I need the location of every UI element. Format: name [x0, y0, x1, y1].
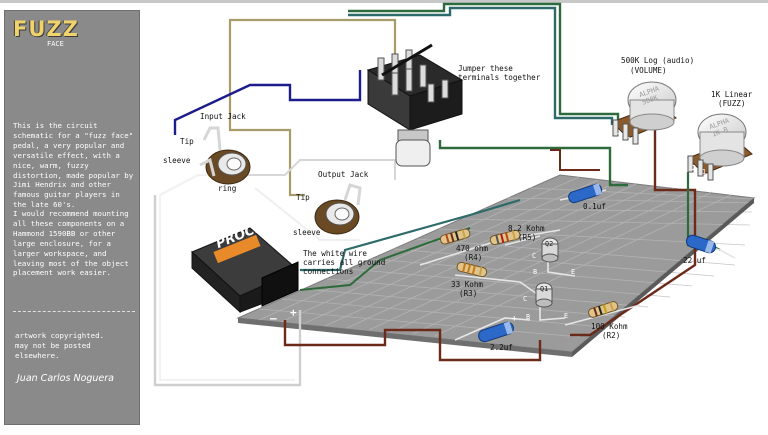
fuzz-pin-1: 1: [702, 168, 707, 176]
resistor-icon: [489, 229, 521, 246]
r2-ref: (R2): [602, 331, 621, 340]
q2-collector: C: [532, 252, 537, 260]
input-sleeve-label: sleeve: [163, 156, 191, 165]
q1-emitter: E: [564, 312, 569, 320]
input-jack-label: Input Jack: [200, 112, 246, 121]
fuzz-pin-3: 3: [680, 160, 685, 168]
wire-brown-top: [550, 149, 600, 171]
battery-plus: +: [290, 306, 297, 319]
info-sidebar: FUZZ FACE This is the circuit schematic …: [4, 10, 140, 425]
capacitor-icon: [685, 234, 717, 254]
q1-label: Q1: [540, 285, 549, 293]
divider: [13, 311, 135, 312]
r5-ref: (R5): [518, 233, 537, 242]
resistor-icon: [588, 301, 619, 318]
guitar-jack-icon: [314, 183, 362, 235]
wire-green-top: [348, 2, 620, 125]
capacitor-icon: [478, 321, 514, 343]
q2-base: B: [533, 268, 538, 276]
volume-pin-1: 1: [627, 136, 632, 144]
wire-teal-top: [348, 6, 614, 125]
input-tip-label: Tip: [180, 137, 194, 146]
resistor-icon: [456, 261, 488, 278]
r4-ref: (R4): [464, 253, 483, 262]
q2-label: Q2: [545, 240, 554, 248]
author-name: Juan Carlos Noguera: [17, 373, 115, 384]
guitar-jack-icon: [199, 126, 251, 185]
r3-label: 33 Kohm: [451, 280, 484, 289]
battery-icon: [191, 227, 299, 314]
r4-label: 470 ohm: [456, 244, 489, 253]
wire-green-board: [299, 227, 471, 291]
transistor-icon: [541, 237, 559, 263]
copyright-text: artwork copyrighted. may not be posted e…: [15, 331, 104, 360]
wire-teal-board: [300, 198, 521, 272]
volume-pin-3: 3: [607, 126, 612, 134]
wire-tan: [228, 18, 397, 197]
fuzz-pot-label: 1K Linear: [711, 90, 753, 99]
q1-collector: C: [523, 295, 528, 303]
fuzz-pin-2: 2: [692, 164, 697, 172]
wire-ground-outer: [153, 195, 302, 387]
recommendation-text: I would recommend mounting all these com…: [13, 209, 129, 278]
volume-pot-label: 500K Log (audio): [621, 56, 695, 65]
transistor-icon: [535, 282, 553, 308]
resistor-icon: [439, 228, 471, 245]
q2-emitter: E: [571, 268, 576, 276]
r5-label: 8.2 Kohm: [508, 224, 545, 233]
cap-plus-2: +: [716, 248, 721, 257]
potentiometer-icon: [687, 113, 753, 181]
cap-01uf-label: 0.1uf: [583, 202, 606, 211]
output-jack-label: Output Jack: [318, 170, 369, 179]
cap-22uf-small-label: 2.2uf: [490, 343, 513, 352]
output-sleeve-label: sleeve: [293, 228, 321, 237]
wire-ground-jack: [159, 173, 210, 196]
wire-ground-inner: [159, 195, 295, 381]
pedal-title: FUZZ: [13, 17, 79, 41]
description-text: This is the circuit schematic for a "fuz…: [13, 121, 134, 210]
pedal-subtitle: FACE: [47, 40, 64, 48]
q1-base: B: [526, 313, 531, 321]
wire-blue: [173, 70, 362, 135]
footswitch-icon: [366, 43, 464, 167]
battery-minus: –: [270, 312, 277, 325]
jumper-note: Jumper these terminals together: [458, 64, 541, 82]
ground-wire-note: The white wire carries all ground connec…: [303, 249, 386, 276]
potentiometer-icon: [611, 81, 677, 145]
r2-label: 100 Kohm: [591, 322, 628, 331]
cap-plus-1: +: [512, 314, 517, 323]
r3-ref: (R3): [459, 289, 478, 298]
capacitor-icon: [568, 183, 603, 204]
fuzz-pot-sublabel: (FUZZ): [718, 99, 746, 108]
wire-brown-low: [283, 320, 542, 362]
wire-brown-pot: [570, 120, 697, 337]
top-rule: [0, 0, 768, 3]
volume-pot-sublabel: (VOLUME): [630, 66, 667, 75]
wire-gray-switch: [240, 159, 396, 180]
volume-pin-2: 2: [617, 132, 622, 140]
wire-green-mid: [438, 140, 628, 187]
cap-22uf-label: 22 uf: [683, 256, 706, 265]
wire-white-out: [254, 187, 360, 241]
output-tip-label: Tip: [296, 193, 310, 202]
input-ring-label: ring: [218, 184, 237, 193]
